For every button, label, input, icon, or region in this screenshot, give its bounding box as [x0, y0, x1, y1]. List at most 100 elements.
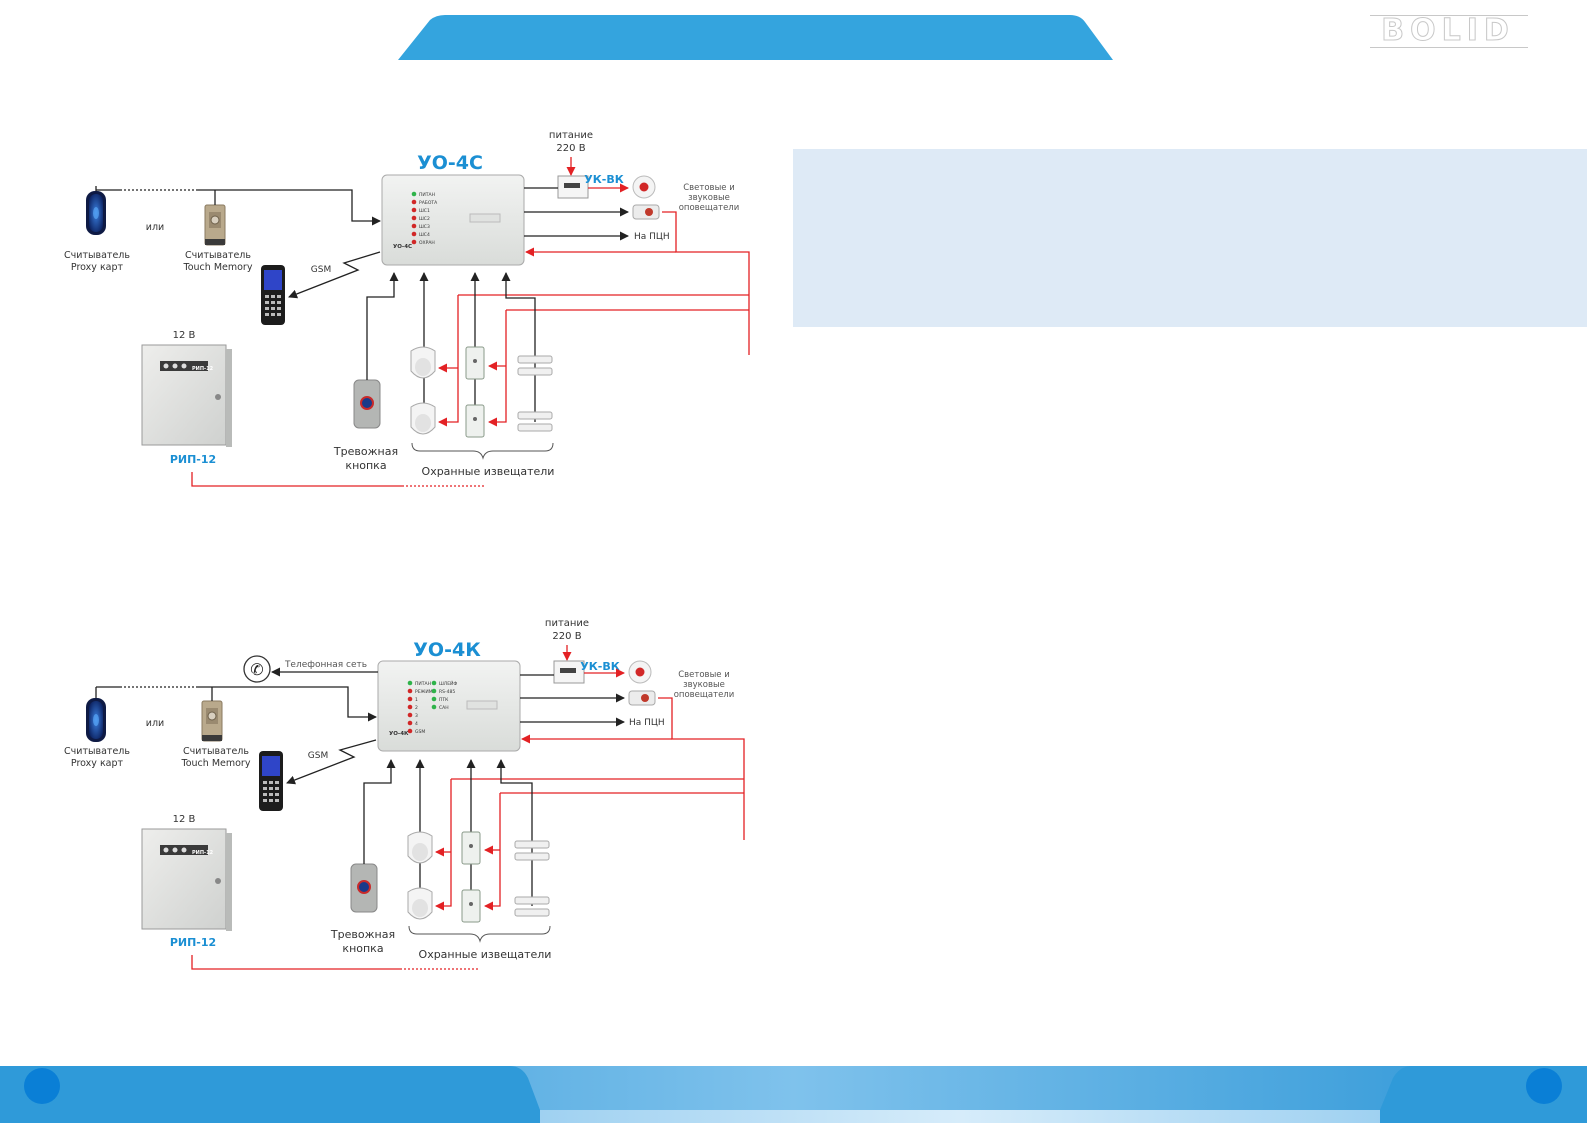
pir-detector-icon-uo4s-1: [410, 346, 436, 379]
svg-text:РИП-12: РИП-12: [192, 850, 214, 856]
siren-icon-uo4k: [628, 660, 652, 684]
page-dot-right: [1526, 1068, 1562, 1104]
pir-detector-icon-uo4s-2: [410, 402, 436, 435]
detector-icon-uo4s-1: [465, 346, 485, 380]
device-plate-uo4s: [469, 213, 501, 223]
logo-rule-top: [1370, 15, 1528, 16]
svg-text:RS-485: RS-485: [439, 689, 455, 695]
alerts-label-uo4k: Световые и: [678, 670, 730, 680]
voltage-label-uo4k: 12 В: [173, 814, 196, 825]
panic-button-label-uo4s: Тревожная: [333, 445, 398, 458]
bolid-logo: BOLID: [1381, 13, 1515, 48]
mobile-phone-icon-uo4s: [261, 265, 285, 325]
panic-button-icon-uo4k: [350, 863, 378, 913]
svg-text:РЕЖИМ: РЕЖИМ: [415, 689, 433, 695]
or-label-uo4s: или: [146, 222, 164, 233]
detector-icon-uo4k-1: [461, 831, 481, 865]
alerts-label-uo4s: Световые и: [683, 183, 735, 193]
power-label-uo4k: питание: [545, 618, 589, 629]
svg-text:оповещатели: оповещатели: [679, 203, 740, 213]
voltage-label-uo4s: 12 В: [173, 330, 196, 341]
device-label-uo4s: УО-4С: [393, 244, 412, 250]
svg-text:✆: ✆: [250, 660, 263, 679]
svg-text:ОХРАН: ОХРАН: [419, 240, 435, 246]
phone-line-label-uo4k: Телефонная сеть: [284, 660, 367, 670]
svg-text:4: 4: [415, 721, 418, 727]
detectors-label-uo4k: Охранные извещатели: [419, 948, 552, 961]
ukvk-label-uo4k: УК-ВК: [580, 660, 619, 673]
svg-text:кнопка: кнопка: [342, 942, 383, 955]
device-leds-uo4k: ПИТАН РЕЖИМ 1 2 3 4 GSM ШЛЕЙФ RS-485 ПТК…: [407, 680, 457, 735]
device-box-uo4k: [377, 660, 521, 752]
telephone-icon-uo4k: ✆: [243, 655, 271, 683]
diagram-uo4k: УО-4К ПИТАН РЕЖИМ 1 2 3 4 GSM ШЛЕЙФ RS-4…: [64, 618, 745, 970]
psu-label-uo4s: РИП-12: [170, 453, 216, 466]
svg-text:оповещатели: оповещатели: [674, 690, 735, 700]
svg-text:220 В: 220 В: [556, 143, 585, 154]
svg-text:Proxy карт: Proxy карт: [71, 262, 124, 273]
tm-reader-icon-uo4s: [204, 204, 226, 246]
tm-reader-icon-uo4k: [201, 700, 223, 742]
ukvk-label-uo4s: УК-ВК: [584, 173, 623, 186]
svg-text:звуковые: звуковые: [688, 193, 730, 203]
svg-text:ПТК: ПТК: [439, 697, 449, 703]
header-tab: [398, 15, 1113, 60]
proxy-reader-icon-uo4k: [86, 698, 106, 742]
svg-text:GSM: GSM: [415, 729, 425, 735]
strobe-icon-uo4k: [628, 690, 656, 706]
detector-icon-uo4k-2: [461, 889, 481, 923]
device-leds-uo4s: ПИТАН РАБОТА ШС1 ШС2 ШС3 ШС4 ОХРАН: [411, 191, 438, 246]
gsm-label-uo4s: GSM: [311, 265, 331, 275]
svg-text:РАБОТА: РАБОТА: [419, 200, 438, 206]
pcn-label-uo4s: На ПЦН: [634, 232, 670, 242]
svg-text:САН: САН: [439, 705, 449, 711]
svg-text:ШС1: ШС1: [419, 208, 430, 214]
detectors-label-uo4s: Охранные извещатели: [422, 465, 555, 478]
svg-text:Proxy карт: Proxy карт: [71, 758, 124, 769]
svg-text:ШС3: ШС3: [419, 224, 430, 230]
svg-text:1: 1: [415, 697, 418, 703]
tm-reader-label-uo4s: Считыватель: [185, 250, 251, 261]
svg-text:ПИТАН: ПИТАН: [419, 192, 435, 198]
svg-text:звуковые: звуковые: [683, 680, 725, 690]
tm-reader-label-uo4k: Считыватель: [183, 746, 249, 757]
device-title-uo4s: УО-4С: [417, 152, 483, 174]
proxy-reader-label-uo4s: Считыватель: [64, 250, 130, 261]
logo-rule-bottom: [1370, 47, 1528, 48]
page-dot-left: [24, 1068, 60, 1104]
info-panel: [793, 149, 1587, 327]
or-label-uo4k: или: [146, 718, 164, 729]
pir-detector-icon-uo4k-1: [407, 831, 433, 864]
proxy-reader-label-uo4k: Считыватель: [64, 746, 130, 757]
device-label-uo4k: УО-4К: [389, 731, 409, 737]
detector-icon-uo4s-2: [465, 404, 485, 438]
svg-text:Touch Memory: Touch Memory: [183, 262, 253, 273]
psu-icon-uo4k: [141, 828, 233, 932]
svg-text:2: 2: [415, 705, 418, 711]
svg-text:ШС2: ШС2: [419, 216, 430, 222]
svg-text:кнопка: кнопка: [345, 459, 386, 472]
diagram-uo4s: УО-4С ПИТАН РАБОТА ШС1 ШС2 ШС3 ШС4 ОХРАН…: [64, 130, 750, 487]
siren-icon-uo4s: [632, 175, 656, 199]
gsm-label-uo4k: GSM: [308, 751, 328, 761]
mobile-phone-icon-uo4k: [259, 751, 283, 811]
svg-text:ШЛЕЙФ: ШЛЕЙФ: [439, 680, 457, 687]
device-plate-uo4k: [466, 700, 498, 710]
psu-label-uo4k: РИП-12: [170, 936, 216, 949]
psu-icon-uo4s: [141, 344, 233, 448]
svg-text:ПИТАН: ПИТАН: [415, 681, 431, 687]
pcn-label-uo4k: На ПЦН: [629, 718, 665, 728]
device-title-uo4k: УО-4К: [413, 639, 481, 661]
svg-text:РИП-12: РИП-12: [192, 366, 214, 372]
panic-button-label-uo4k: Тревожная: [330, 928, 395, 941]
svg-text:Touch Memory: Touch Memory: [181, 758, 251, 769]
device-box-uo4s: [381, 174, 525, 266]
strobe-icon-uo4s: [632, 204, 660, 220]
svg-text:3: 3: [415, 713, 418, 719]
pir-detector-icon-uo4k-2: [407, 887, 433, 920]
power-label-uo4s: питание: [549, 130, 593, 141]
panic-button-icon-uo4s: [353, 379, 381, 429]
svg-text:ШС4: ШС4: [419, 232, 430, 238]
